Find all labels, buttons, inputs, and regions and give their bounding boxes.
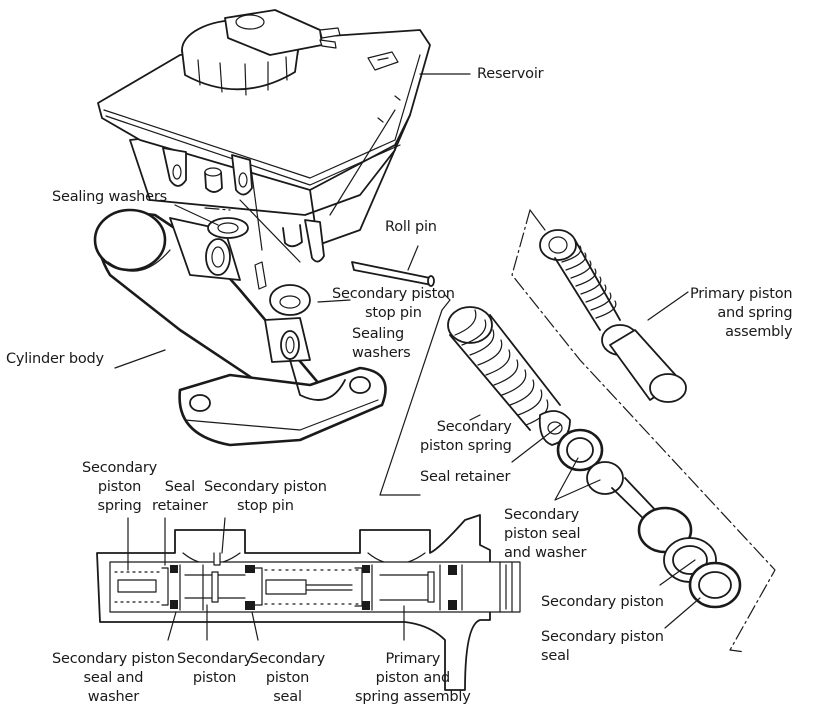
label-seal-retainer-section: Seal retainer [152, 479, 208, 514]
label-primary-piston-spring-assembly-section: Primary piston and spring assembly [355, 651, 471, 705]
label-cylinder-body: Cylinder body [6, 351, 104, 367]
label-primary-piston-spring-assembly-exploded: Primary piston and spring assembly [690, 286, 793, 340]
label-secondary-piston-seal-and-washer-section: Secondary piston seal and washer [52, 651, 175, 705]
label-secondary-piston-seal-exploded: Secondary piston seal [541, 629, 664, 664]
secondary-spring [447, 306, 561, 431]
exploded-components-drawing [447, 209, 776, 653]
label-secondary-piston-section: Secondary piston [177, 651, 252, 686]
label-secondary-piston-seal-section: Secondary piston seal [250, 651, 325, 705]
label-seal-retainer-exploded: Seal retainer [420, 469, 511, 485]
cylinder-body-drawing [93, 207, 387, 447]
section-secondary-spring [114, 571, 161, 603]
label-secondary-piston-stop-pin-exploded: Secondary piston stop pin [332, 286, 455, 321]
label-sealing-washers-bottom: Sealing washers [352, 326, 411, 361]
label-secondary-piston-exploded: Secondary piston [541, 594, 664, 610]
label-secondary-piston-spring-section: Secondary piston spring [82, 460, 157, 514]
label-roll-pin: Roll pin [385, 219, 437, 235]
reservoir-drawing [97, 9, 431, 263]
leader-lines [114, 73, 701, 641]
cross-section-drawing [96, 514, 521, 691]
label-secondary-piston-stop-pin-section: Secondary piston stop pin [204, 479, 327, 514]
label-secondary-piston-seal-and-washer-exploded: Secondary piston seal and washer [504, 507, 587, 561]
primary-spring [539, 229, 687, 403]
label-sealing-washers-top: Sealing washers [52, 189, 167, 205]
roll-pin-drawing [351, 261, 435, 287]
label-secondary-piston-spring-exploded: Secondary piston spring [420, 419, 512, 454]
label-reservoir: Reservoir [477, 66, 544, 82]
